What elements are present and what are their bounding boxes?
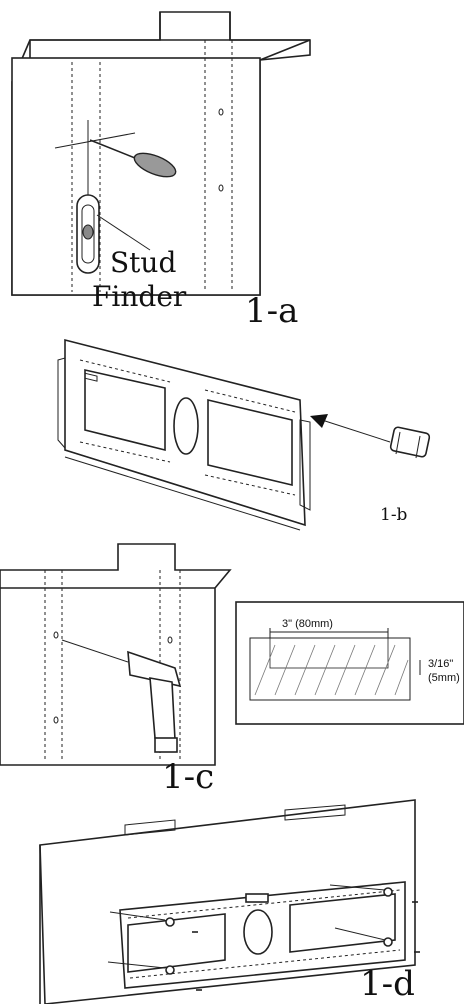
- dimension-width: 3" (80mm): [282, 618, 333, 630]
- wall-plate: [57, 338, 311, 531]
- step-label-1c: 1-c: [162, 757, 214, 790]
- step-label-1a: 1-a: [245, 291, 298, 330]
- insert-arrow: [310, 414, 391, 443]
- wall-outline-c: [0, 543, 232, 766]
- dimension-inset: 3" (80mm) 3/16" (5mm): [235, 601, 464, 725]
- step-1d-illustration: 1-d: [39, 799, 420, 1004]
- step-1a-panel: Stud Finder 1-a: [0, 0, 464, 330]
- step-1b-panel: 1-b: [0, 330, 464, 540]
- wall-plate-mounted: [119, 881, 406, 989]
- stud-finder-icon: [76, 194, 100, 274]
- step-1c-illustration: 3" (80mm) 3/16" (5mm) 1-c: [0, 543, 464, 790]
- drill-icon: [61, 639, 182, 753]
- dimension-depth-2: (5mm): [428, 672, 460, 684]
- dimension-depth-1: 3/16": [428, 658, 453, 670]
- step-1d-panel: 1-d: [0, 790, 464, 1004]
- step-1c-panel: 3" (80mm) 3/16" (5mm) 1-c: [0, 540, 464, 790]
- wall-face: [11, 57, 261, 296]
- leader-line: [96, 214, 151, 251]
- step-label-1b: 1-b: [380, 505, 408, 525]
- step-label-1d: 1-d: [360, 964, 415, 1004]
- step-1a-illustration: Stud Finder 1-a: [11, 11, 311, 330]
- anchor-icon: [389, 426, 431, 459]
- crosshair-h: [54, 132, 136, 149]
- step-1b-illustration: 1-b: [57, 338, 431, 531]
- finder-label: Finder: [92, 280, 187, 313]
- stud-label: Stud: [110, 246, 176, 279]
- screw-icons: [107, 884, 420, 991]
- pencil-icon: [89, 139, 177, 178]
